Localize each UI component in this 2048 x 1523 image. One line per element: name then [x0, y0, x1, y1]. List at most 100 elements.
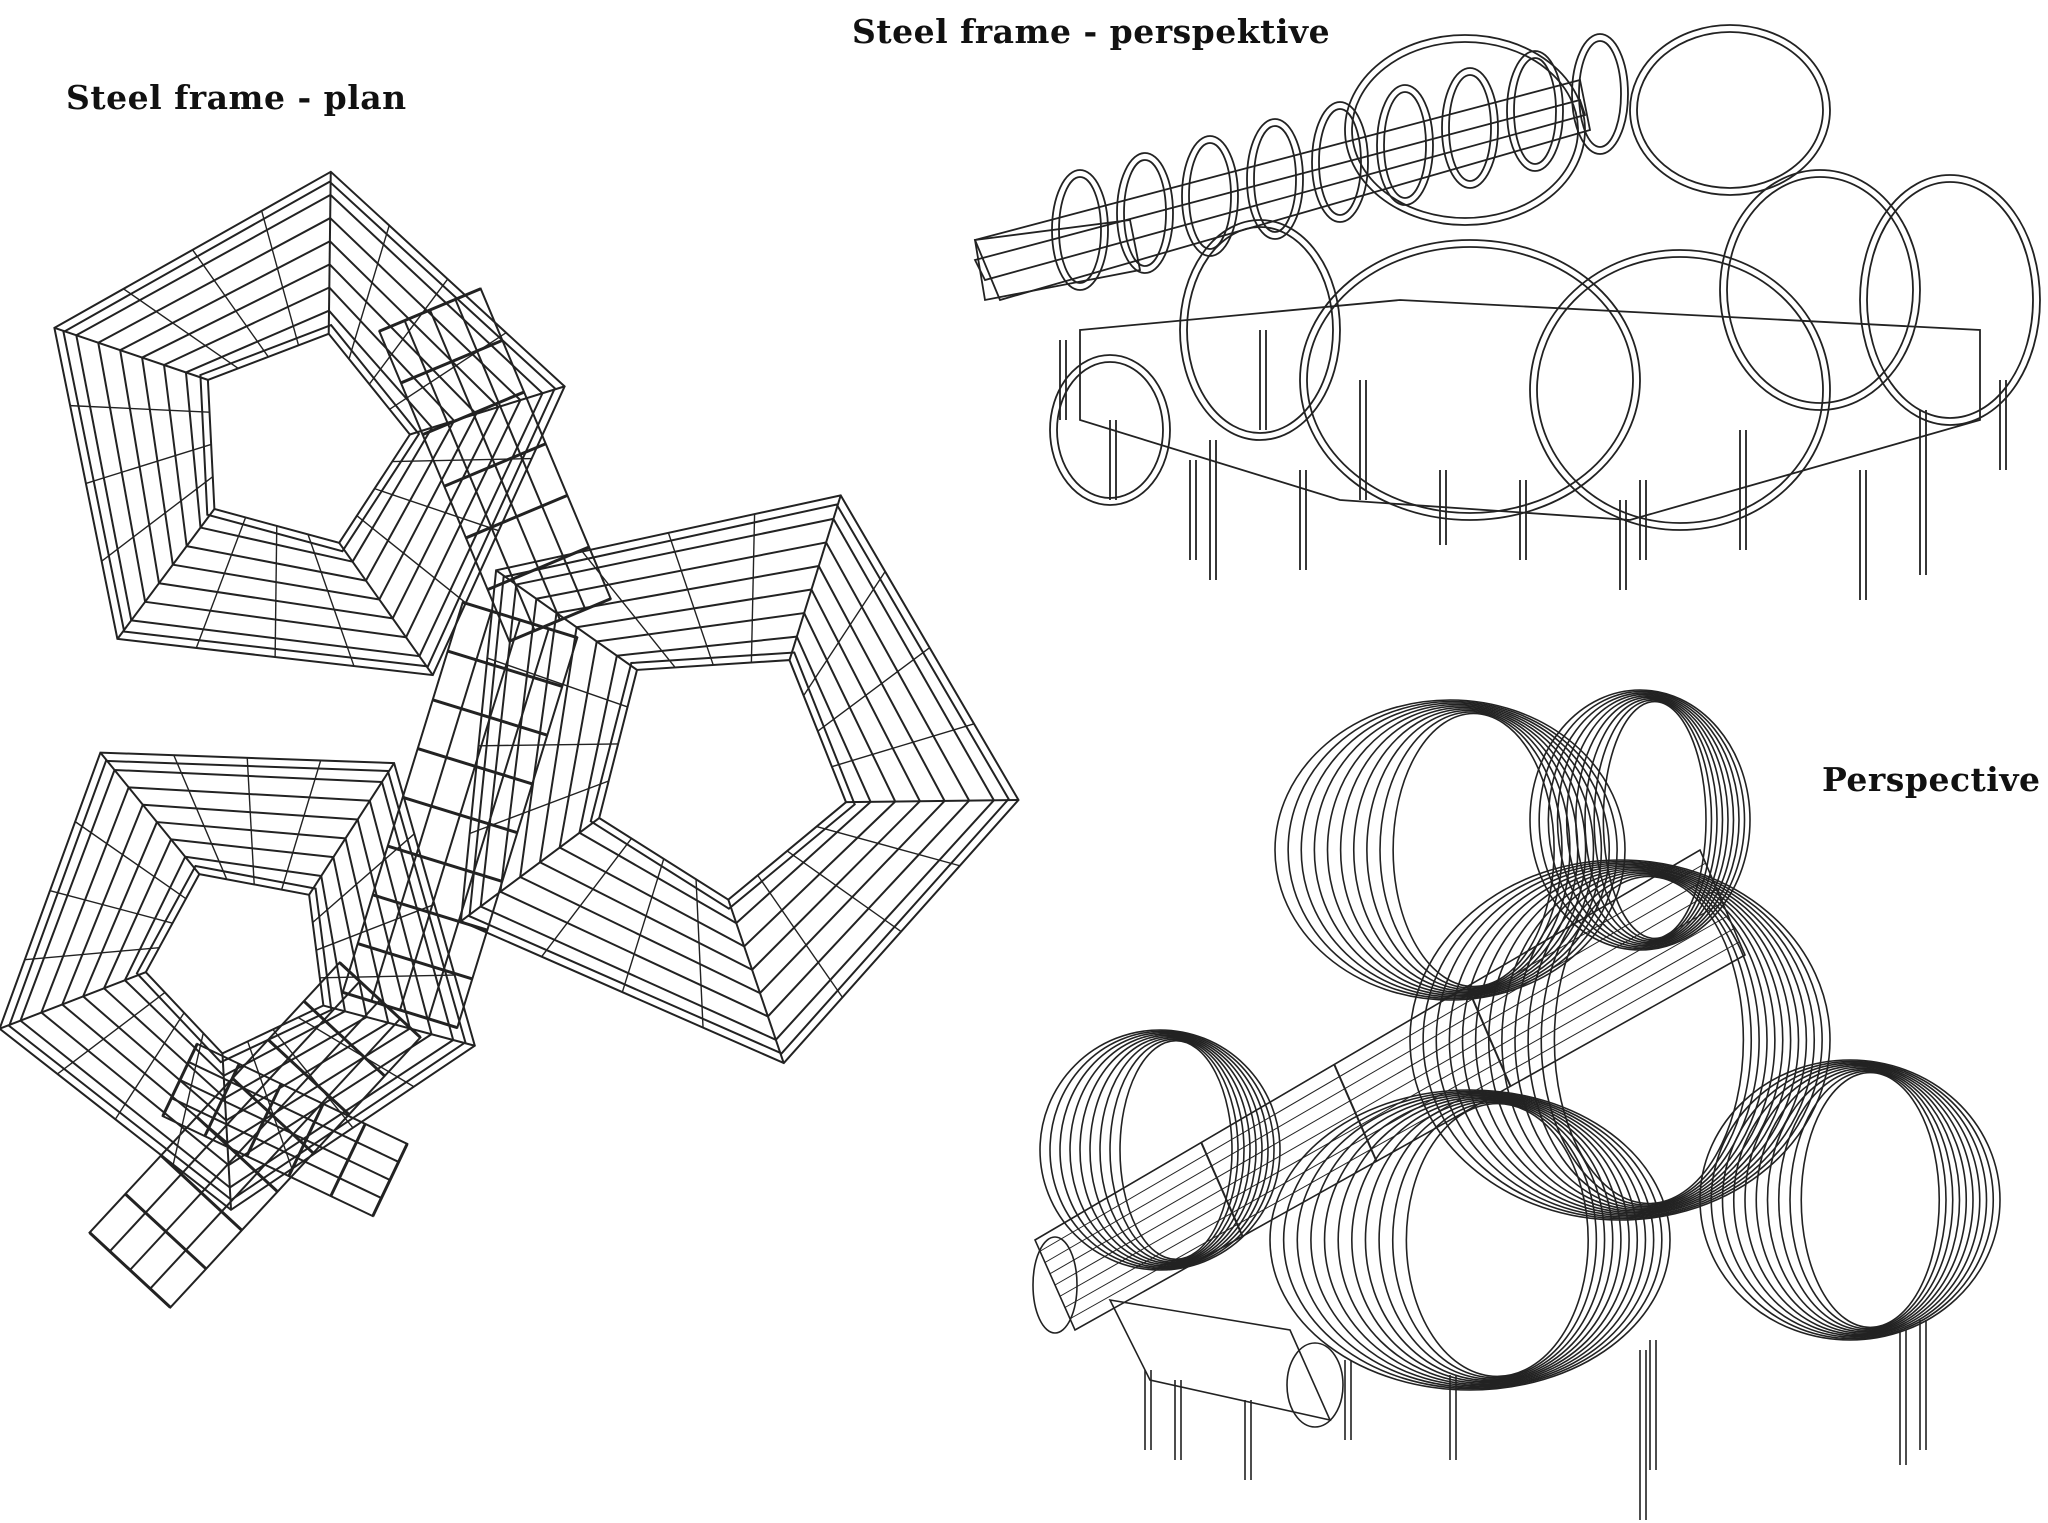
tube-ring [422, 390, 525, 436]
persp-arch [1049, 354, 1171, 506]
shell-slat [1352, 708, 1579, 992]
shell-slat [1565, 694, 1729, 946]
shell-outline [1039, 1029, 1281, 1271]
shell-slat [1575, 696, 1724, 944]
steel-frame-plan-drawing [0, 170, 1020, 1309]
frame-inner-ring [206, 332, 412, 544]
shell-slat [1602, 700, 1707, 940]
tube-ring [329, 1123, 367, 1197]
shell-slat [1079, 1034, 1257, 1266]
persp-shell-left [1039, 1029, 1281, 1271]
persp-arch [1299, 239, 1641, 521]
frame-rib [460, 817, 600, 923]
steel-frame-perspective-drawing [973, 24, 2041, 600]
plan-tube-upper [377, 287, 613, 643]
frame-crossbar [817, 647, 931, 732]
frame-crossbar [123, 288, 239, 369]
shell-slat [1721, 1062, 1988, 1339]
frame-crossbar [192, 249, 269, 358]
perspective-drawing [1032, 689, 2001, 1520]
tube-rail [188, 1061, 400, 1163]
tube-ring [342, 990, 458, 1030]
frame-persp-group [973, 24, 2041, 600]
shell-slat [1300, 702, 1611, 998]
shell-slat [1777, 1069, 1954, 1332]
tube-ring [287, 1103, 325, 1177]
shell-outline [1274, 699, 1626, 1001]
shell-slat [1501, 869, 1776, 1211]
persp-tube-ring [1116, 152, 1174, 274]
shell-slat [1059, 1031, 1269, 1269]
persp-tube-slat [1049, 888, 1718, 1275]
frame-outer-ring [53, 170, 566, 677]
frame-rib [845, 798, 1019, 804]
frame-outer-ring [459, 494, 1020, 1065]
persp-tube-end [1032, 1236, 1078, 1334]
tube-ring [302, 1000, 386, 1078]
persp-shell-right [1409, 859, 1831, 1221]
tube-ring [402, 795, 518, 835]
shell-slat [1366, 709, 1571, 991]
tube-ring [432, 698, 548, 737]
plan-ring-center-right [459, 494, 1020, 1065]
tube-rail [149, 1018, 401, 1290]
persp-arch [1629, 24, 1831, 196]
frame-crossbar [695, 879, 704, 1028]
shell-slat [1351, 1097, 1622, 1383]
frame-rib [409, 385, 565, 436]
persp-shell-far-right [1699, 1059, 2001, 1341]
frame-rib [327, 171, 332, 334]
shell-slat [1313, 703, 1603, 997]
persp-tube-ring [1051, 169, 1109, 291]
persp-arch-inner [1186, 226, 1334, 434]
plan-tube-slide [88, 961, 422, 1309]
persp-end-box [973, 218, 1142, 302]
shell-slat [1789, 1070, 1947, 1330]
frame-crossbar [297, 1016, 415, 1088]
tube-ring [447, 649, 563, 688]
tube-ring [443, 442, 547, 488]
persp-arch-inner [1866, 181, 2034, 419]
frame-crossbar [114, 1012, 185, 1120]
persp-long-tube-rail [973, 98, 1587, 282]
frame-rib [323, 1004, 476, 1047]
persp-tube-joint [1333, 1064, 1378, 1162]
persp-tube-slat [1064, 928, 1734, 1308]
tube-ring [124, 1192, 208, 1270]
persp-tube-ring [1311, 101, 1369, 223]
plan-tube-lower [161, 1042, 409, 1218]
shell-slat [1323, 1094, 1639, 1386]
persp-arch-inner [1636, 31, 1824, 189]
persp-tube-ring [1181, 135, 1239, 257]
frame-outer-ring-inner-edge [62, 180, 557, 668]
shell-slat [1378, 1100, 1606, 1380]
tube-ring [378, 287, 482, 333]
tube-ring [231, 1077, 315, 1155]
frame-crossbar [786, 850, 902, 933]
shell-slat [1287, 700, 1618, 1000]
shell-slat [1391, 1101, 1598, 1379]
frame-crossbar [541, 838, 633, 958]
tube-ring [267, 1038, 350, 1116]
frame-crossbar [85, 443, 212, 485]
frame-crossbar [57, 991, 166, 1075]
shell-slat [1527, 872, 1760, 1208]
shell-slat [1556, 693, 1735, 947]
persp-shell-front [1269, 1089, 1671, 1391]
persp-arch-inner [1351, 41, 1579, 219]
frame-crossbar [831, 723, 975, 768]
persp-tube [1032, 848, 1747, 1334]
frame-crossbar [74, 821, 187, 900]
frame-crossbar [750, 514, 756, 663]
shell-slat [1364, 1098, 1614, 1382]
frame-crossbar [280, 760, 322, 890]
shell-slat [1326, 705, 1595, 995]
persp-base-frame [1079, 299, 1981, 521]
frame-inner-ring-outer-edge [589, 651, 856, 910]
tube-ring [203, 1063, 241, 1137]
tube-ring [400, 339, 503, 385]
persp-tube-slat [1069, 941, 1740, 1320]
persp-arch-inner [1306, 246, 1634, 514]
frame-rib [116, 508, 216, 640]
